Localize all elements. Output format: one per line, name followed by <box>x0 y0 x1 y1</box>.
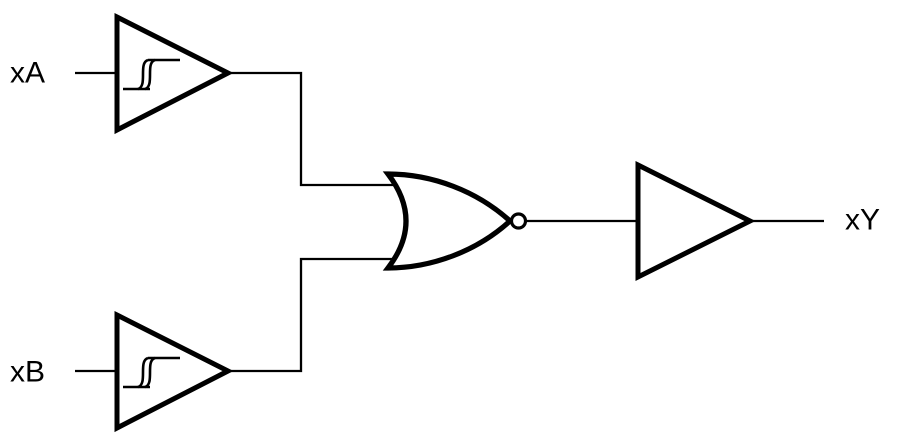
output-label: xY <box>845 204 880 237</box>
output-buffer <box>635 160 756 282</box>
wires <box>75 71 824 373</box>
inversion-bubble-icon <box>509 212 528 230</box>
hysteresis-icon <box>123 356 180 389</box>
schmitt-b-to-nor-wire <box>226 257 398 373</box>
nor-gate <box>382 171 528 271</box>
hysteresis-icon <box>123 58 180 91</box>
input-b-label: xB <box>10 356 45 389</box>
or-gate-body-icon <box>382 171 514 271</box>
buffer-triangle <box>114 12 234 135</box>
buffer-triangle <box>114 310 234 433</box>
buffer-triangle <box>635 160 756 282</box>
schmitt-a-to-nor-wire <box>226 71 398 187</box>
input-a-label: xA <box>10 57 45 90</box>
schmitt-trigger-buffer-b <box>114 310 234 433</box>
schmitt-trigger-buffer-a <box>114 12 234 135</box>
